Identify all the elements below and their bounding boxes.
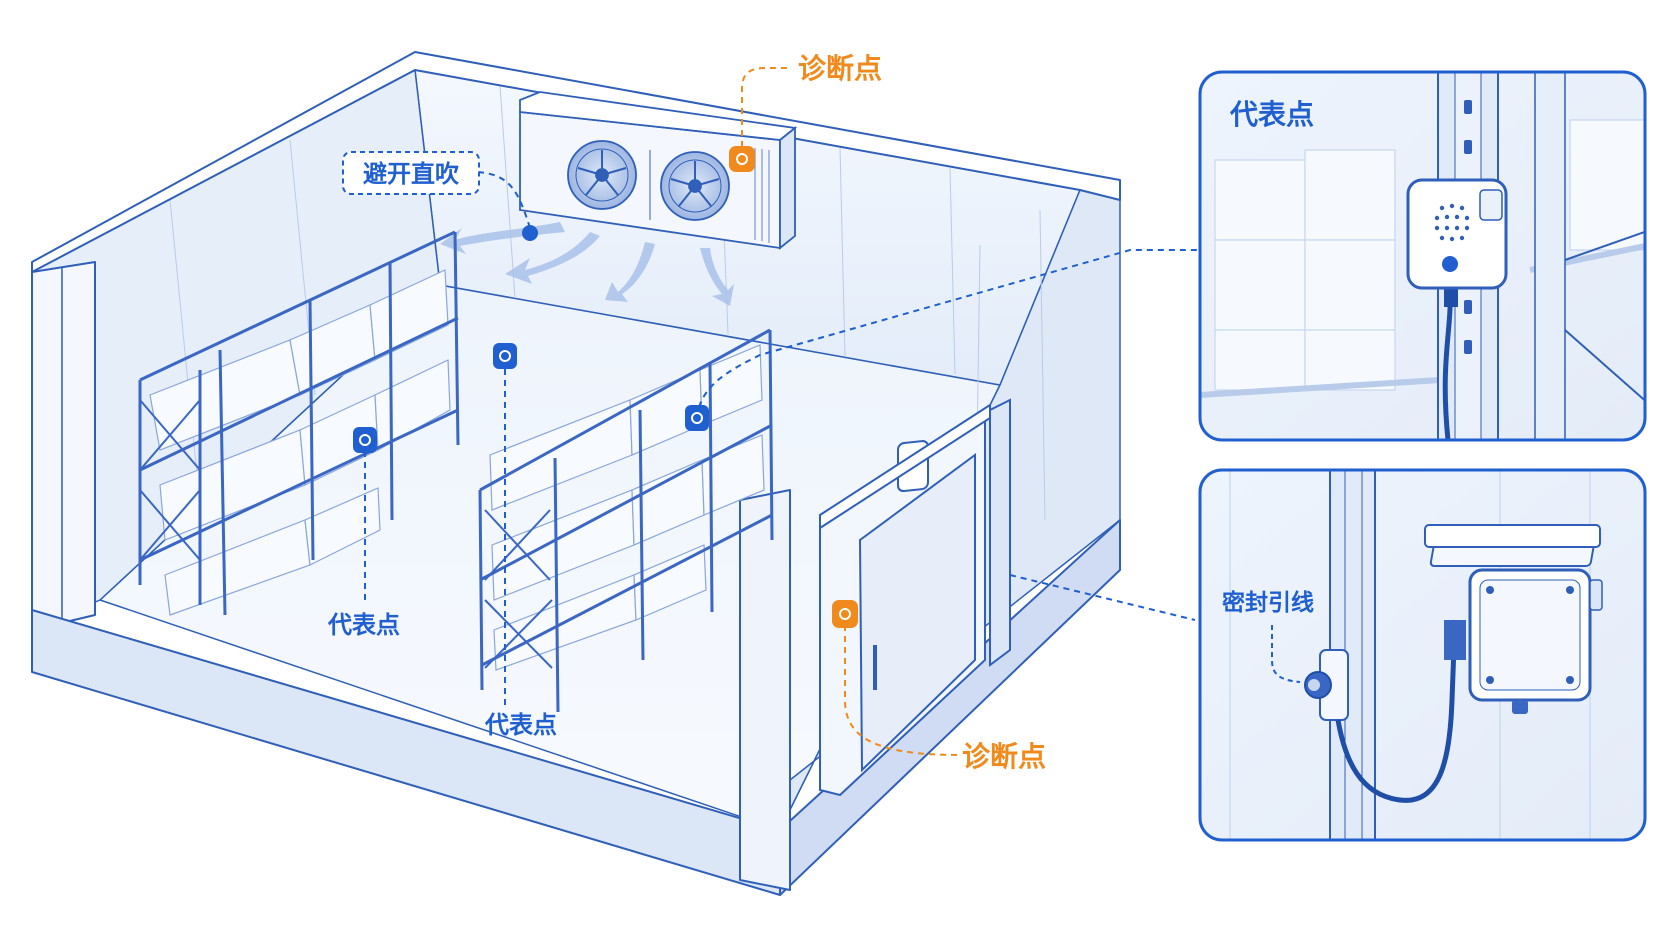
- fan-icon: [567, 140, 637, 210]
- cold-room-door: [819, 398, 1011, 797]
- label-representative-left: 代表点: [327, 611, 400, 639]
- label-diagnostic-door: 诊断点: [962, 740, 1046, 773]
- inset-bottom-panel: 密封引线: [1198, 468, 1647, 842]
- right-post: [739, 489, 791, 891]
- avoid-direct-blow-text: 避开直吹: [363, 160, 459, 188]
- label-sealed-lead: 密封引线: [1222, 589, 1314, 616]
- rep-marker-middle: [685, 405, 709, 431]
- diag-marker-top: [729, 146, 755, 172]
- top-rim: [31, 51, 1121, 273]
- left-rack: [138, 230, 460, 616]
- location-pin-icon: [832, 600, 858, 628]
- fan-icon: [660, 151, 730, 221]
- inset-top-title: 代表点: [1229, 98, 1314, 131]
- label-diagnostic-top: 诊断点: [798, 52, 882, 85]
- location-pin-icon: [685, 405, 709, 431]
- rep-marker-back: [493, 343, 517, 369]
- label-representative-middle: 代表点: [484, 711, 557, 739]
- junction-box-icon: [1424, 524, 1603, 714]
- location-pin-icon: [729, 146, 755, 172]
- sensor-box-icon: [1406, 178, 1508, 290]
- evaporator-unit: [519, 91, 798, 250]
- front-post: [31, 261, 96, 631]
- location-pin-icon: [493, 343, 517, 369]
- inset-top-panel: 代表点: [1198, 70, 1647, 442]
- rep-marker-left: [353, 427, 377, 453]
- label-avoid-direct-blow: 避开直吹: [342, 151, 480, 195]
- airflow-point-marker: [522, 225, 538, 241]
- location-pin-icon: [353, 427, 377, 453]
- middle-rack: [478, 328, 774, 713]
- diag-marker-door: [832, 600, 858, 628]
